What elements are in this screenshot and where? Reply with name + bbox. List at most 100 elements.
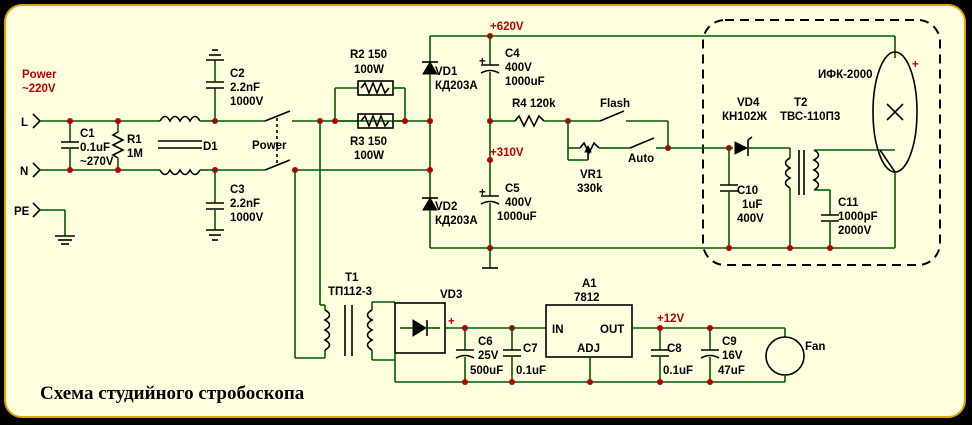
label-flash: Flash <box>600 98 630 110</box>
label-r3-v: 100W <box>354 150 384 162</box>
label-c6-v1: 25V <box>478 350 499 362</box>
label-c4-v2: 1000uF <box>505 76 545 88</box>
label-c5: C5 <box>505 183 520 195</box>
resistor-r1 <box>111 121 125 170</box>
auto-switch <box>615 121 669 149</box>
label-power-in: Power <box>22 69 57 81</box>
label-c8-v: 0.1uF <box>663 365 693 377</box>
label-r1-v: 1M <box>127 148 143 160</box>
label-c5-v2: 1000uF <box>497 211 537 223</box>
capacitor-c10 <box>720 148 738 248</box>
diode-vd1 <box>422 36 438 121</box>
label-c7-v: 0.1uF <box>516 365 546 377</box>
resistors-r2-r3 <box>334 80 406 129</box>
label-a1: A1 <box>582 278 597 290</box>
capacitor-c7 <box>503 328 521 382</box>
label-vd1-type: КД203А <box>435 80 478 92</box>
label-PE: PE <box>14 206 30 218</box>
capacitor-c5: + <box>479 160 500 269</box>
label-lamp: ИФК-2000 <box>818 69 873 81</box>
diagram-title: Схема студийного стробоскопа <box>40 383 305 404</box>
label-c7: C7 <box>523 343 538 355</box>
capacitor-c2 <box>206 49 224 121</box>
capacitor-c3 <box>206 170 224 241</box>
capacitor-c4: + <box>479 36 500 160</box>
label-c1: C1 <box>80 128 95 140</box>
label-t2-type: ТВС-110П3 <box>780 111 840 123</box>
label-vr1: VR1 <box>580 169 603 181</box>
capacitor-c6 <box>455 328 475 382</box>
bridge-vd3 <box>394 302 465 382</box>
diode-vd2 <box>422 121 438 248</box>
resistor-r4 <box>490 114 600 128</box>
fan <box>765 328 805 382</box>
label-c3: C3 <box>230 184 245 196</box>
label-L: L <box>21 117 28 129</box>
label-c10-v1: 1uF <box>742 199 762 211</box>
label-vd2-type: КД203А <box>435 215 478 227</box>
label-t2: T2 <box>794 97 807 109</box>
label-N: N <box>20 166 28 178</box>
label-vd2: VD2 <box>435 201 457 213</box>
label-c6: C6 <box>478 336 493 348</box>
label-plus12: +12V <box>657 313 685 325</box>
label-vd3: VD3 <box>440 289 462 301</box>
terminal-N <box>32 162 160 178</box>
label-c2-v2: 1000V <box>230 96 264 108</box>
label-vr1-v: 330k <box>577 183 603 195</box>
flash-switch <box>599 110 668 122</box>
label-c4: C4 <box>505 48 520 60</box>
svg-text:+: + <box>479 187 486 199</box>
label-plus620: +620V <box>490 21 524 33</box>
label-c9-v1: 16V <box>722 350 743 362</box>
schematic-board <box>4 4 966 418</box>
label-power-switch: Power <box>252 140 287 152</box>
label-c11-v2: 2000V <box>838 225 872 237</box>
label-c3-v2: 1000V <box>230 212 264 224</box>
label-r3: R3 150 <box>350 136 387 148</box>
lamp-module-box <box>702 19 941 266</box>
label-c5-v1: 400V <box>505 197 532 209</box>
label-c2: C2 <box>230 68 245 80</box>
label-c2-v1: 2.2nF <box>230 82 260 94</box>
label-r4: R4 120k <box>512 98 556 110</box>
dinistor-vd4 <box>734 136 790 156</box>
label-power-in-v: ~220V <box>22 83 56 95</box>
label-c4-v1: 400V <box>505 62 532 74</box>
label-c6-v2: 500uF <box>470 365 503 377</box>
svg-text:+: + <box>479 56 486 68</box>
label-c1-v2: ~270V <box>80 156 114 168</box>
label-out: OUT <box>600 324 624 336</box>
label-r2: R2 150 <box>350 49 387 61</box>
label-d1: D1 <box>203 141 218 153</box>
label-t1: T1 <box>345 272 359 284</box>
capacitor-c8 <box>651 328 669 382</box>
label-in: IN <box>552 324 564 336</box>
transformer-t2 <box>784 148 895 248</box>
label-c6-plus: + <box>448 316 455 328</box>
label-r2-v: 100W <box>354 64 384 76</box>
label-c9: C9 <box>722 336 737 348</box>
label-c10-v2: 400V <box>737 213 764 225</box>
transformer-t1 <box>323 301 395 361</box>
label-t1-type: ТП112-3 <box>328 286 372 298</box>
label-c1-v1: 0.1uF <box>80 142 110 154</box>
potentiometer-vr1 <box>567 121 615 161</box>
flash-lamp <box>872 36 918 248</box>
label-vd4-type: КН102Ж <box>722 111 768 123</box>
label-c11-v1: 1000pF <box>838 211 878 223</box>
label-c11: C11 <box>838 197 859 209</box>
label-c3-v1: 2.2nF <box>230 198 260 210</box>
label-auto: Auto <box>628 153 654 165</box>
label-vd1: VD1 <box>435 66 458 78</box>
label-a1-type: 7812 <box>574 292 600 304</box>
label-lamp-plus: + <box>912 59 919 71</box>
label-adj: ADJ <box>577 343 600 355</box>
capacitor-c9 <box>700 328 720 382</box>
capacitor-c1 <box>61 121 79 170</box>
label-plus310: +310V <box>490 147 524 159</box>
label-vd4: VD4 <box>737 97 760 109</box>
terminal-L <box>32 113 160 129</box>
